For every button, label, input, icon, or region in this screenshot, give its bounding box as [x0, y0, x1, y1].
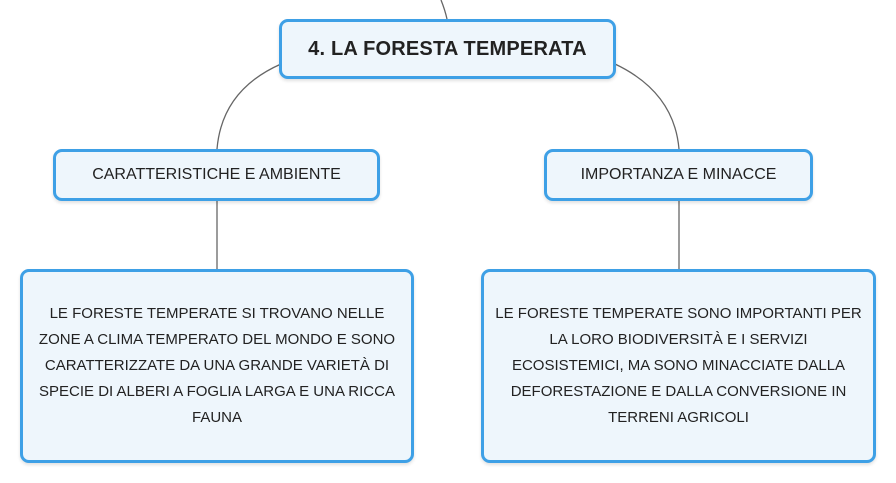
- topic-importanza[interactable]: IMPORTANZA E MINACCE: [544, 149, 813, 201]
- connector-root-to-right: [614, 63, 680, 150]
- subtopic-text: LE FORESTE TEMPERATE SONO IMPORTANTI PER…: [495, 305, 862, 426]
- topic-label: IMPORTANZA E MINACCE: [580, 166, 777, 183]
- subtopic-importanza-detail[interactable]: LE FORESTE TEMPERATE SONO IMPORTANTI PER…: [481, 269, 876, 463]
- topic-label: CARATTERISTICHE E AMBIENTE: [92, 166, 341, 183]
- connector-from-parent: [440, 0, 448, 20]
- connector-root-to-left: [216, 63, 282, 150]
- root-topic-label: 4. LA FORESTA TEMPERATA: [308, 37, 587, 60]
- subtopic-caratteristiche-detail[interactable]: LE FORESTE TEMPERATE SI TROVANO NELLE ZO…: [20, 269, 414, 463]
- root-topic[interactable]: 4. LA FORESTA TEMPERATA: [279, 19, 616, 79]
- subtopic-text: LE FORESTE TEMPERATE SI TROVANO NELLE ZO…: [38, 305, 396, 426]
- topic-caratteristiche[interactable]: CARATTERISTICHE E AMBIENTE: [53, 149, 380, 201]
